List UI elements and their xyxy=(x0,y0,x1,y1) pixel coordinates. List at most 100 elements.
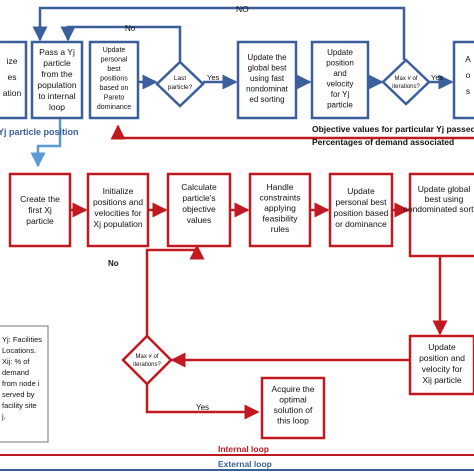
legendText-line: from node i xyxy=(2,379,40,388)
od2-line: Max # of xyxy=(394,76,417,82)
od2-line: iterations? xyxy=(392,84,420,90)
ib1-line: first Xj xyxy=(28,205,52,215)
ob5-line: and xyxy=(333,69,346,78)
ib5-line: position based xyxy=(334,208,389,218)
label-yes-2: Yes xyxy=(431,73,443,82)
inner-label-no: No xyxy=(108,259,119,268)
ob5-line: particle xyxy=(327,101,353,110)
ib8-line: this loop xyxy=(277,416,309,426)
legendText-line: facility site xyxy=(2,401,37,410)
inner-connectors xyxy=(70,202,448,420)
ob6-line: A xyxy=(465,54,471,64)
ib5-line: or dominance xyxy=(335,219,387,229)
od1-line: Last xyxy=(174,75,186,82)
ob2-line: loop xyxy=(49,102,65,112)
objective-values-note: Objective values for particular Yj passe… xyxy=(312,124,474,134)
ob2-line: Pass a Yj xyxy=(39,47,75,57)
ob3-line: positions xyxy=(100,76,128,83)
ob4-line: ed sorting xyxy=(249,95,284,104)
ob5-line: Update xyxy=(327,48,353,57)
legendText-line: Yj: Facilities xyxy=(2,335,42,344)
ib2-line: Initialize xyxy=(103,186,134,196)
ob2-line: particle xyxy=(43,58,71,68)
od1-line: particle? xyxy=(168,84,193,91)
ib8-line: Acquire the xyxy=(272,384,315,394)
legendText-line: Xij: % of xyxy=(2,357,30,366)
outer-connectors xyxy=(32,6,454,90)
ob5-line: position xyxy=(326,59,354,68)
ib8-line: optimal xyxy=(279,395,307,405)
legendText-line: demand xyxy=(2,368,29,377)
ib2-line: velocities for xyxy=(94,208,141,218)
od2-text: Max # of iterations? xyxy=(392,76,420,90)
ib3-line: particle's xyxy=(182,193,215,203)
ob4-line: nondominat xyxy=(246,85,289,94)
ib3-line: objective xyxy=(182,204,216,214)
ib4-line: constraints xyxy=(259,193,300,203)
ib3-line: Calculate xyxy=(181,182,217,192)
yj-position-arrow xyxy=(30,118,62,168)
outer-decision-max-iterations: Max # of iterations? xyxy=(381,58,431,106)
ob3-line: based on xyxy=(100,85,129,92)
ib6-line: best using xyxy=(425,194,464,204)
ib4-line: Handle xyxy=(267,182,294,192)
ob2-line: from the xyxy=(41,69,72,79)
ib6-line: nondominated sorting xyxy=(403,204,474,214)
ib7-line: position and xyxy=(419,353,465,363)
ob5-line: for Yj xyxy=(331,90,350,99)
ob6-line: s xyxy=(466,86,470,96)
ob6-line: o xyxy=(466,70,471,80)
label-no-top: NO xyxy=(236,4,249,14)
outer-decision-last-particle: Last particle? xyxy=(155,60,205,108)
label-yes-1: Yes xyxy=(207,73,219,82)
ib2-line: positions and xyxy=(93,197,143,207)
ib7-line: Xij particle xyxy=(422,375,461,385)
ob3-line: best xyxy=(107,66,120,73)
legendText-line: served by xyxy=(2,390,35,399)
ob3-line: personal xyxy=(101,57,128,64)
ib5-line: Update xyxy=(347,186,375,196)
ib2-line: Xj population xyxy=(93,219,142,229)
ib5-line: personal best xyxy=(335,197,387,207)
external-loop-label: External loop xyxy=(218,459,272,469)
ib4-line: applying xyxy=(264,203,296,213)
ob1-line: ize xyxy=(7,56,18,66)
inner-label-yes: Yes xyxy=(196,403,209,412)
ib6-line: Update global xyxy=(418,184,471,194)
id1-line: Max # of xyxy=(135,354,158,360)
demand-note: Percentages of demand associated xyxy=(312,137,454,147)
ob2-line: population xyxy=(37,80,77,90)
ob2-line: to internal xyxy=(38,91,75,101)
ob4-line: using fast xyxy=(250,74,285,83)
ob1-line: es xyxy=(8,72,17,82)
ob3-line: Pareto xyxy=(104,95,125,102)
